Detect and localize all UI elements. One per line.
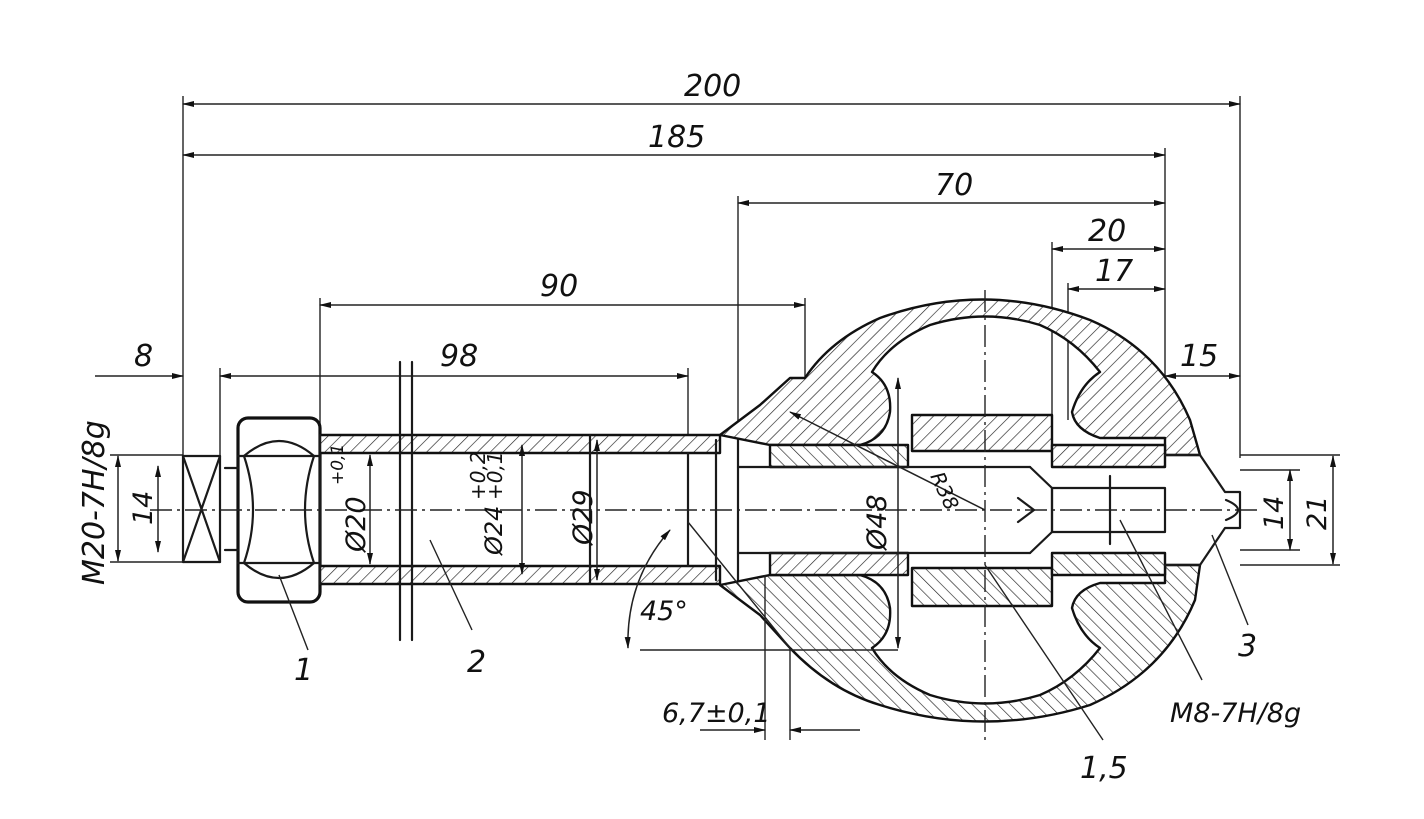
dim-24: Ø24 xyxy=(480,506,508,556)
dim-185: 185 xyxy=(648,120,705,155)
dim-98: 98 xyxy=(440,339,478,374)
dim-20: 20 xyxy=(1088,214,1126,249)
part-1: 1 xyxy=(294,653,313,688)
thread-labels: M20-7H/8g M8-7H/8g xyxy=(77,420,1301,729)
dim-200: 200 xyxy=(684,69,741,104)
dim-6-7: 6,7±0,1 xyxy=(662,698,771,729)
dim-8: 8 xyxy=(134,339,153,374)
dim-29: Ø29 xyxy=(568,489,599,546)
dim-20-bore-tol: +0,1 xyxy=(328,444,348,485)
thread-m20: M20-7H/8g xyxy=(77,420,112,585)
dim-r38: R38 xyxy=(925,468,963,514)
part-3: 3 xyxy=(1238,629,1257,664)
dim-17: 17 xyxy=(1095,254,1133,289)
dimension-lines xyxy=(95,96,1241,560)
dim-14-left: 14 xyxy=(128,491,159,525)
dim-angle-45: 45° xyxy=(640,596,688,627)
dim-24-tol-upper: +0,2 xyxy=(466,451,490,500)
sleeve-tube xyxy=(318,360,740,642)
leader-lines xyxy=(278,519,1249,741)
part-labels: 1 2 3 1,5 xyxy=(294,629,1257,786)
part-1-5: 1,5 xyxy=(1080,751,1128,786)
dim-20-bore: Ø20 xyxy=(341,496,372,553)
dim-24-tol-lower: +0,1 xyxy=(483,451,507,500)
dimension-labels: 200 185 70 20 17 90 98 8 15 14 Ø20 +0,1 … xyxy=(128,69,1333,729)
dim-70: 70 xyxy=(935,168,973,203)
dim-90: 90 xyxy=(540,269,578,304)
ball-handle-section xyxy=(624,290,1340,745)
dim-48: Ø48 xyxy=(862,494,893,551)
thread-m8: M8-7H/8g xyxy=(1170,698,1301,729)
dim-15: 15 xyxy=(1180,339,1218,374)
part-2: 2 xyxy=(467,645,486,680)
dim-21: 21 xyxy=(1302,496,1333,530)
dim-14-right: 14 xyxy=(1259,496,1290,530)
square-shank-end xyxy=(110,454,222,564)
